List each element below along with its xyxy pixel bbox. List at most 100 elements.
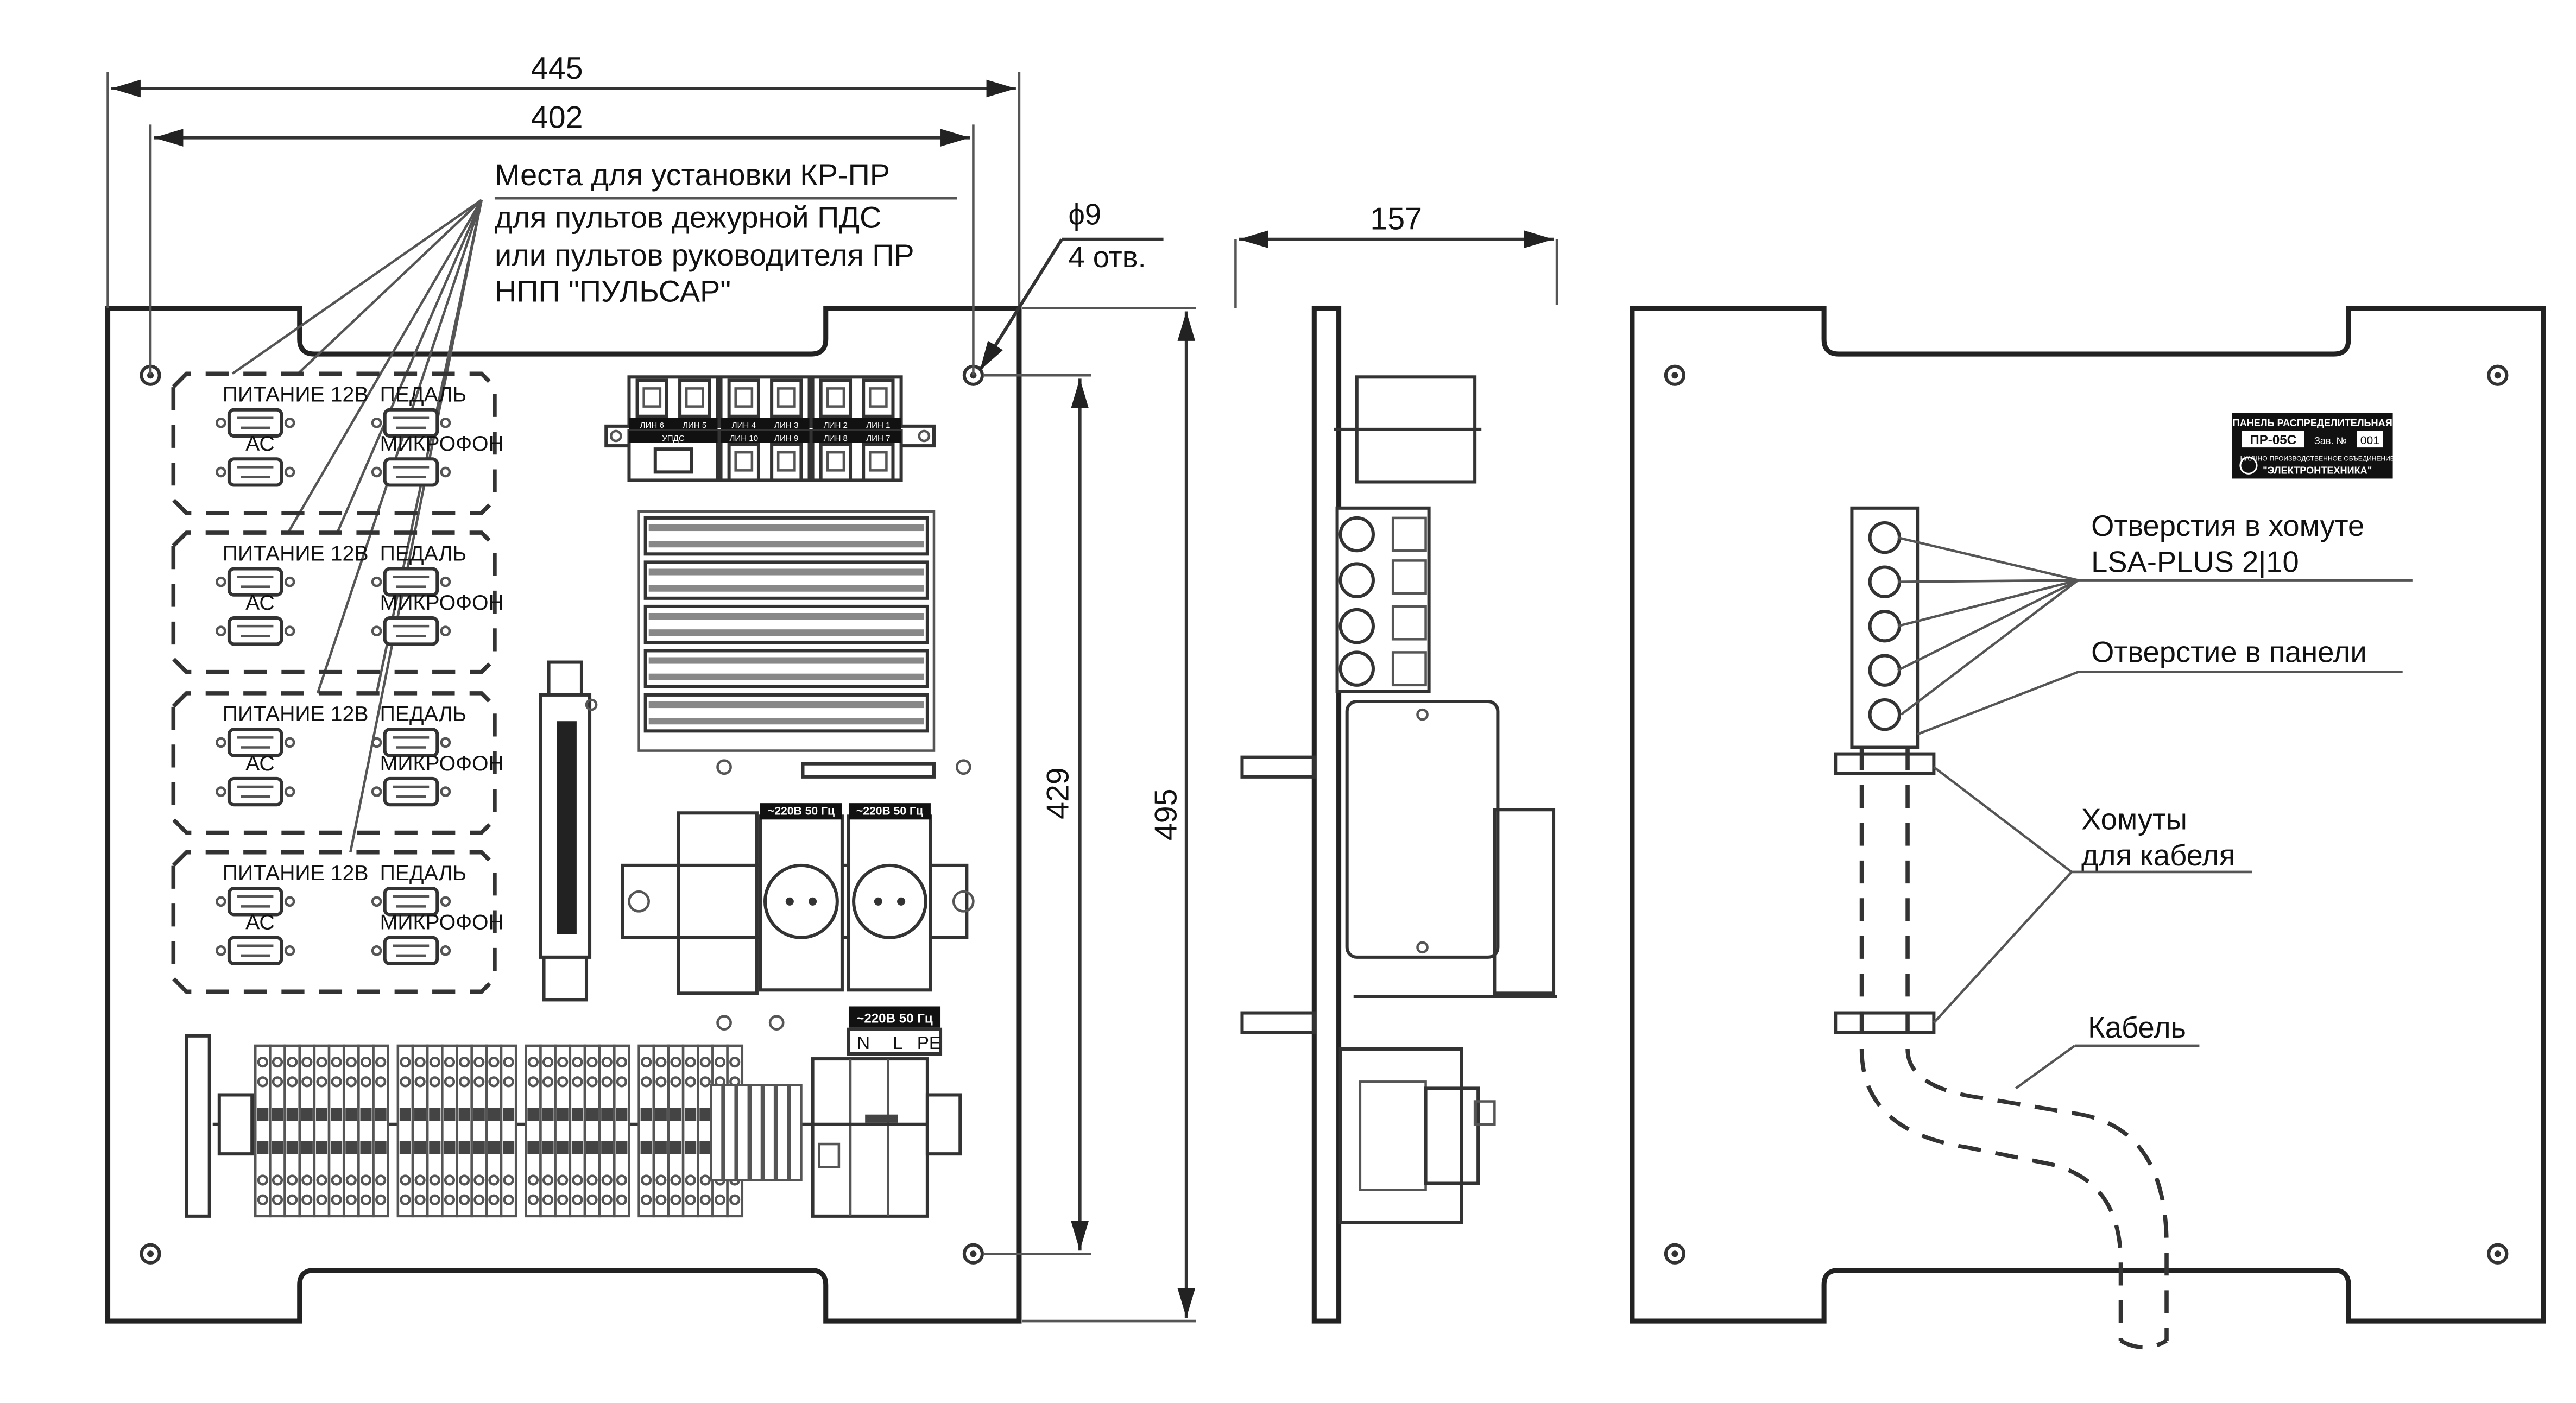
cable-clamp-top xyxy=(1834,752,1936,775)
note-line-3: или пультов руководителя ПР xyxy=(495,238,914,272)
rj-socket-lin8 xyxy=(821,444,850,480)
label-lin2: ЛИН 2 xyxy=(824,421,848,430)
fuse-terminal xyxy=(749,1084,763,1181)
dim-height-holes: 429 xyxy=(1040,767,1075,819)
terminal-block xyxy=(472,1046,487,1216)
nameplate-serial-label: Зав. № xyxy=(2314,435,2347,446)
hole-diameter-label: ϕ9 xyxy=(1068,198,1101,231)
terminal-block xyxy=(329,1046,344,1216)
lsa-clamp-holes xyxy=(1850,506,1920,749)
hole-count-label: 4 отв. xyxy=(1068,241,1146,274)
console-1-mic-label: МИКРОФОН xyxy=(380,432,504,456)
terminal-block xyxy=(555,1046,570,1216)
terminal-block xyxy=(285,1046,300,1216)
terminal-block xyxy=(668,1046,683,1216)
terminal-block xyxy=(639,1046,654,1216)
terminal-block xyxy=(300,1046,314,1216)
terminal-pe: PE xyxy=(917,1033,941,1053)
label-lin3: ЛИН 3 xyxy=(774,421,798,430)
rj-socket-lin2 xyxy=(821,380,850,416)
console-2-as-label: АС xyxy=(245,591,275,615)
console-2-power-label: ПИТАНИЕ 12В xyxy=(223,541,369,565)
label-lin9: ЛИН 9 xyxy=(774,434,798,443)
label-lin7: ЛИН 7 xyxy=(866,434,890,443)
label-lin5: ЛИН 5 xyxy=(683,421,706,430)
fuse-terminal xyxy=(775,1084,790,1181)
terminal-block xyxy=(427,1046,442,1216)
rear-view: ПАНЕЛЬ РАСПРЕДЕЛИТЕЛЬНАЯ ПР-05С Зав. № 0… xyxy=(1630,305,2546,1350)
side-view: 157 xyxy=(1234,202,1558,1324)
terminal-block xyxy=(540,1046,555,1216)
terminal-block xyxy=(374,1046,388,1216)
note-line-2: для пультов дежурной ПДС xyxy=(495,200,881,235)
terminal-block xyxy=(398,1046,413,1216)
terminal-block xyxy=(457,1046,472,1216)
console-1-pedal-label: ПЕДАЛЬ xyxy=(380,383,466,407)
power-socket-1: ~220В 50 Гц xyxy=(758,803,844,992)
console-4-as-connector xyxy=(217,938,294,964)
console-4-power-label: ПИТАНИЕ 12В xyxy=(223,861,369,885)
bus-bar xyxy=(716,759,971,1031)
terminal-block xyxy=(344,1046,358,1216)
console-1-as-connector xyxy=(217,459,294,485)
rear-hole-top-left xyxy=(1666,366,1684,384)
console-3-as-label: АС xyxy=(245,751,275,775)
terminal-block xyxy=(314,1046,329,1216)
mains-breaker: ~220В 50 Гц N L PE xyxy=(811,1006,943,1218)
callout-panel-hole: Отверстие в панели xyxy=(2091,636,2367,669)
terminal-block xyxy=(599,1046,614,1216)
console-4-mic-label: МИКРОФОН xyxy=(380,911,504,934)
dim-width-holes: 402 xyxy=(531,100,583,135)
rear-hole-bottom-right xyxy=(2489,1245,2506,1263)
console-note: Места для установки КР-ПР для пультов де… xyxy=(231,157,957,853)
front-view: 445 402 429 495 ϕ9 4 отв. Места для уста… xyxy=(105,51,1196,1324)
console-3-mic-connector xyxy=(372,779,450,805)
terminal-block xyxy=(413,1046,427,1216)
fuse-terminal xyxy=(788,1084,803,1181)
terminal-block xyxy=(501,1046,516,1216)
nameplate-model: ПР-05С xyxy=(2250,433,2296,447)
rj-socket-lin1 xyxy=(863,380,893,416)
fuse-terminal xyxy=(723,1084,737,1181)
dim-width-outer: 445 xyxy=(531,51,583,86)
rj-socket-lin4 xyxy=(729,380,759,416)
console-2-pedal-label: ПЕДАЛЬ xyxy=(380,541,466,565)
mains-voltage-label: ~220В 50 Гц xyxy=(856,1012,933,1026)
nameplate-serial-value: 001 xyxy=(2360,434,2379,447)
callout-cable: Кабель xyxy=(2088,1011,2186,1044)
socket-2-voltage-label: ~220В 50 Гц xyxy=(856,805,923,817)
lsa-strip-5 xyxy=(646,695,927,731)
lsa-strip-1 xyxy=(646,518,927,554)
console-3-pedal-label: ПЕДАЛЬ xyxy=(380,702,466,726)
rear-hole-top-right xyxy=(2489,366,2506,384)
dim-side-width: 157 xyxy=(1370,202,1422,237)
power-socket-2: ~220В 50 Гц xyxy=(847,803,932,992)
console-module-2: ПИТАНИЕ 12В ПЕДАЛЬ АС МИКРОФОН xyxy=(171,530,504,674)
rj-socket-lin10 xyxy=(729,444,759,480)
terminal-n: N xyxy=(857,1033,870,1053)
rj-socket-lin9 xyxy=(772,444,801,480)
dim-height-outer: 495 xyxy=(1149,788,1184,840)
callout-clamps-1: Хомуты xyxy=(2081,802,2187,836)
label-lin8: ЛИН 8 xyxy=(824,434,848,443)
callout-clamp-holes-2: LSA-PLUS 2|10 xyxy=(2091,546,2299,579)
mount-hole-bottom-right xyxy=(964,1245,982,1263)
terminal-block xyxy=(442,1046,457,1216)
maker-logo-icon xyxy=(2239,456,2258,475)
socket-1-voltage-label: ~220В 50 Гц xyxy=(768,805,835,817)
console-4-mic-connector xyxy=(372,938,450,964)
side-panel-plate xyxy=(1311,305,1342,1324)
console-1-power-label: ПИТАНИЕ 12В xyxy=(223,383,369,407)
console-module-3: ПИТАНИЕ 12В ПЕДАЛЬ АС МИКРОФОН xyxy=(171,691,504,835)
cable xyxy=(1859,747,2169,1341)
fuse-terminal xyxy=(710,1084,724,1181)
terminal-block xyxy=(358,1046,373,1216)
nameplate-maker-line: НАУЧНО-ПРОИЗВОДСТВЕННОЕ ОБЪЕДИНЕНИЕ xyxy=(2240,454,2395,462)
vertical-din-module xyxy=(539,660,598,1002)
rj-socket-lin5 xyxy=(680,380,709,416)
console-2-as-connector xyxy=(217,618,294,644)
console-4-pedal-label: ПЕДАЛЬ xyxy=(380,861,466,885)
terminal-block xyxy=(526,1046,540,1216)
console-2-mic-connector xyxy=(372,618,450,644)
